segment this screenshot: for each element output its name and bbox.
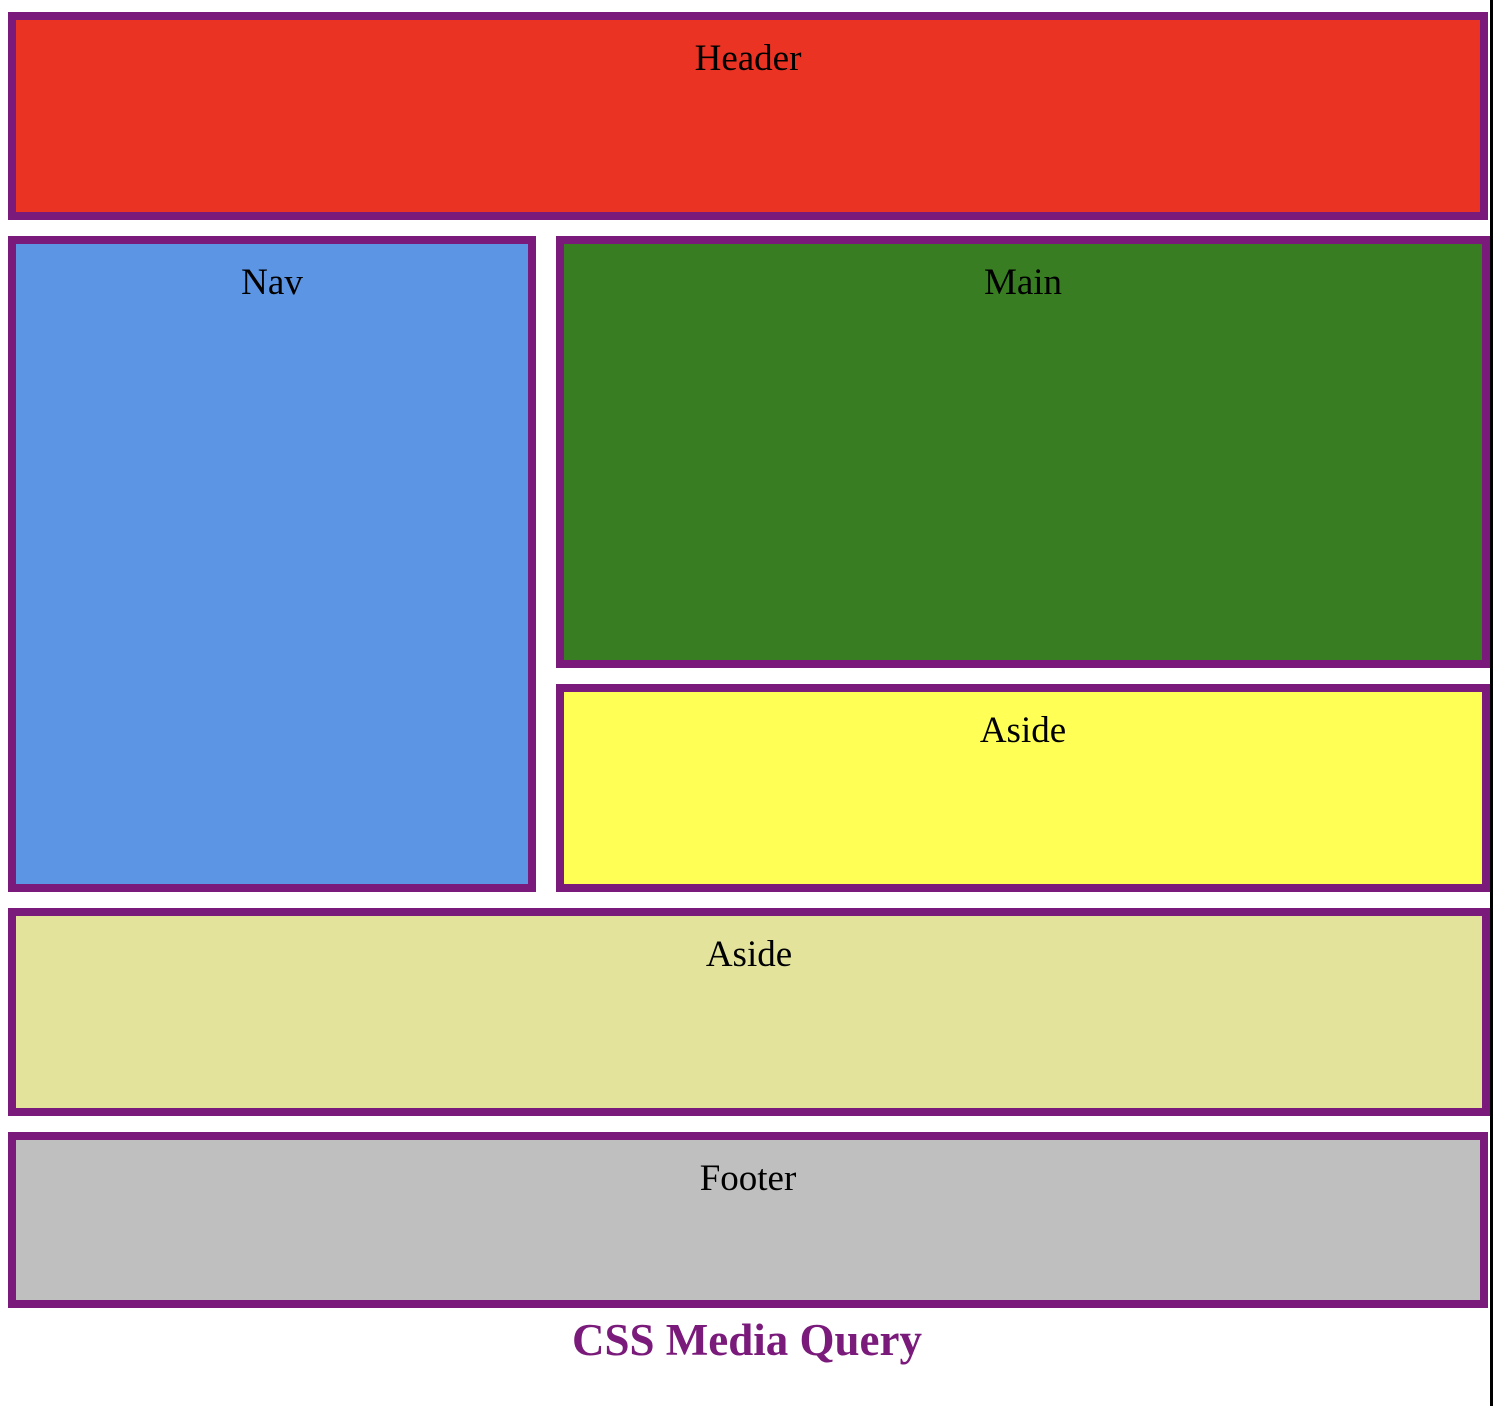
- main-label: Main: [983, 262, 1063, 303]
- header-section: Header: [8, 12, 1488, 220]
- aside-section-secondary: Aside: [8, 908, 1490, 1116]
- main-section: Main: [556, 236, 1490, 668]
- window-edge-divider: [1490, 0, 1493, 1406]
- nav-label: Nav: [241, 262, 303, 303]
- footer-label: Footer: [699, 1158, 797, 1199]
- aside-section-primary: Aside: [556, 684, 1490, 892]
- aside-primary-label: Aside: [979, 710, 1067, 751]
- nav-section: Nav: [8, 236, 536, 892]
- footer-section: Footer: [8, 1132, 1488, 1308]
- header-label: Header: [694, 38, 802, 79]
- aside-secondary-label: Aside: [705, 934, 793, 975]
- page-caption: CSS Media Query: [571, 1315, 922, 1365]
